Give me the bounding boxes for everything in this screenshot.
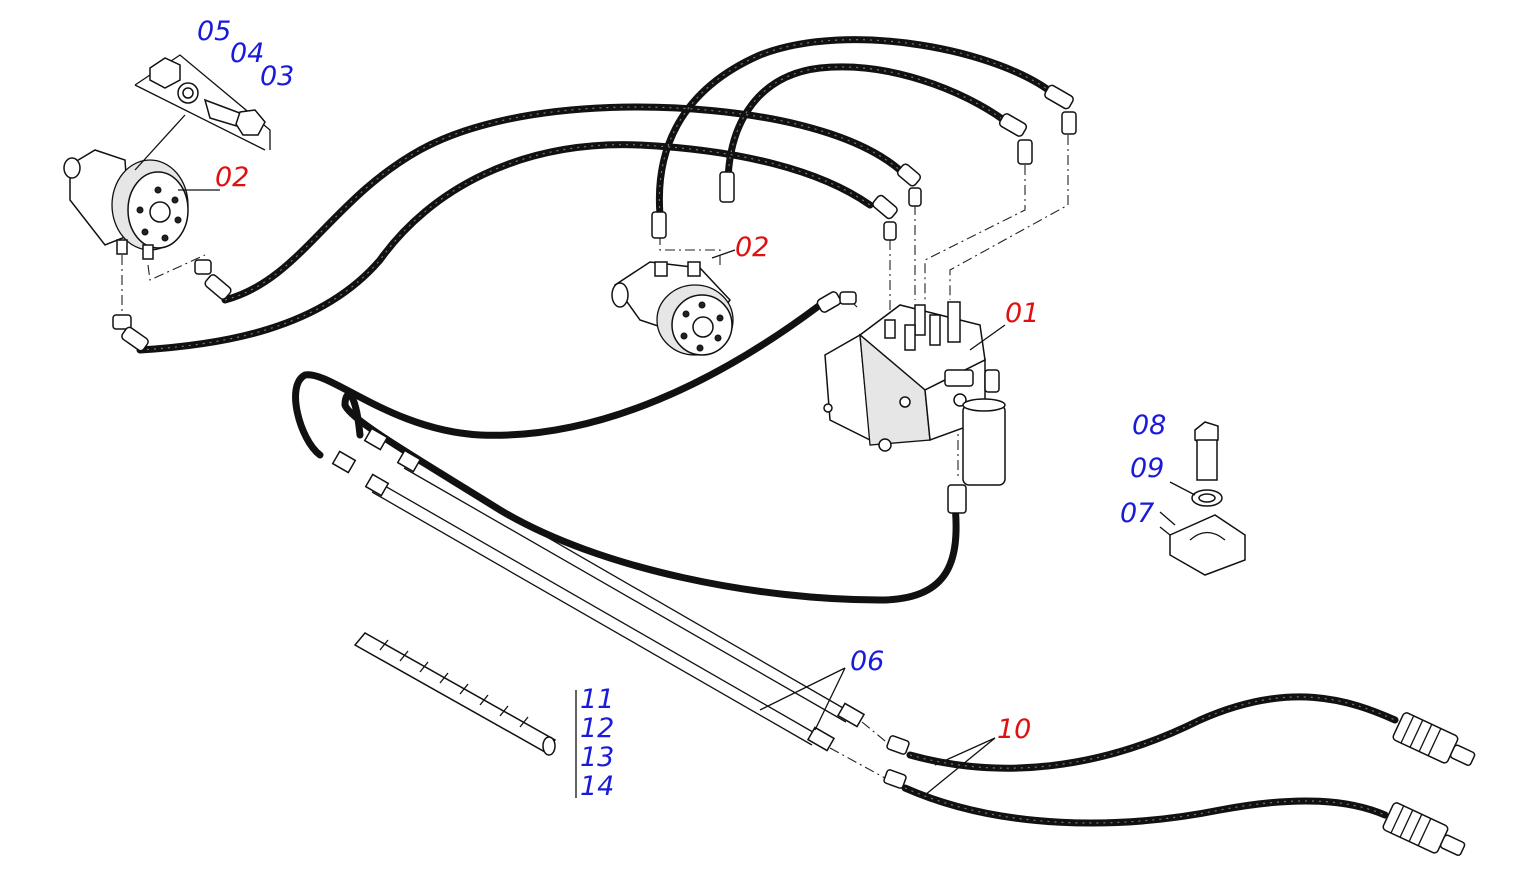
label-14: 14 [580,771,615,802]
label-02-left: 02 [215,162,250,193]
label-05: 05 [197,16,232,47]
label-06: 06 [850,646,885,677]
leader-lines [178,189,1196,798]
hose-texture [139,39,1396,824]
label-13: 13 [580,742,615,773]
hose-fittings [112,84,1077,789]
label-02-center: 02 [735,232,770,263]
hydraulic-motor-center [611,261,734,356]
quick-coupler-lower [1382,802,1466,856]
quick-coupler-upper [1392,712,1476,766]
hydraulic-motor-left [63,149,189,260]
protective-spiral-sleeve [353,632,557,756]
clamp-set [1159,421,1246,576]
label-07: 07 [1120,498,1155,529]
label-11: 11 [580,684,615,715]
label-04: 04 [230,38,265,69]
label-12: 12 [580,713,615,744]
bolt-set [134,54,271,171]
label-01: 01 [1005,298,1040,329]
label-10: 10 [997,714,1032,745]
label-08: 08 [1132,410,1167,441]
valve-block [823,301,1006,486]
rigid-pipes [331,427,866,752]
label-09: 09 [1130,453,1165,484]
label-03: 03 [260,61,295,92]
